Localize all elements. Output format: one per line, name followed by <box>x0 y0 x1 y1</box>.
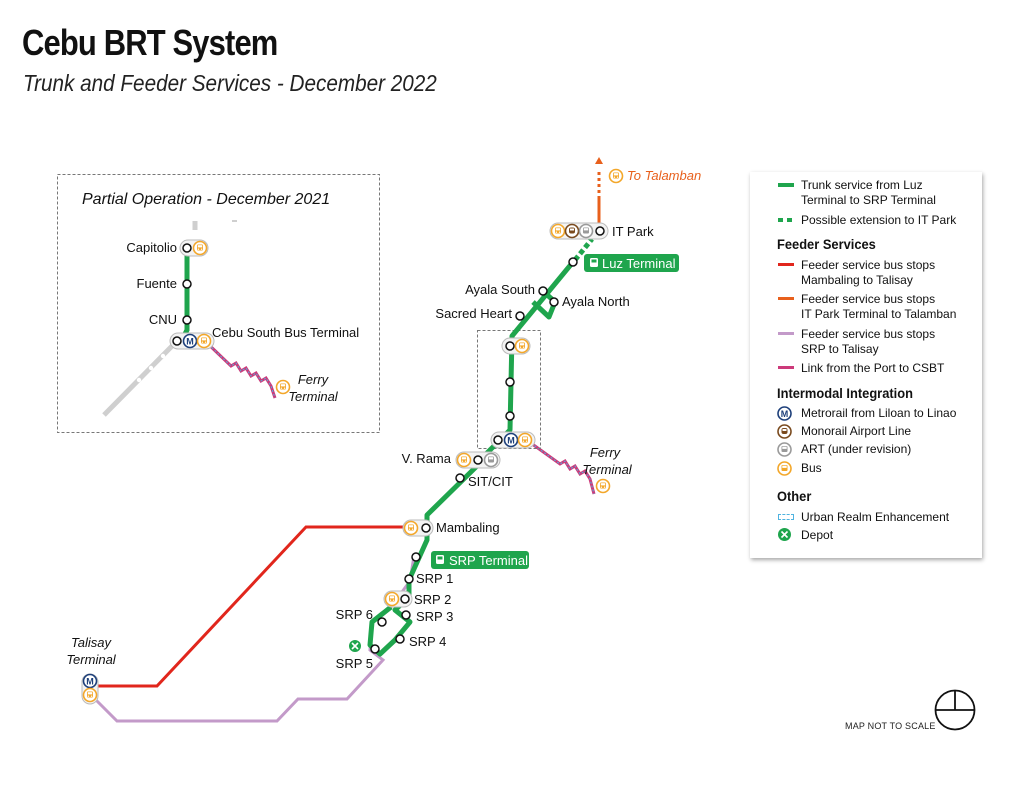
luz-terminal-badge <box>584 254 679 272</box>
map-legend: Trunk service from Luz Terminal to SRP T… <box>750 172 982 558</box>
orange-feeder-swatch <box>778 297 794 300</box>
bus-icon <box>196 333 212 349</box>
legend-red-line2: Mambaling to Talisay <box>801 273 913 287</box>
legend-metrorail: Metrorail from Liloan to Linao <box>801 406 957 420</box>
bus-icon <box>517 432 533 448</box>
talisay-terminal-line2: Terminal <box>66 652 116 667</box>
legend-bus: Bus <box>801 461 822 475</box>
to-talamban-label: To Talamban <box>627 168 701 183</box>
inset-fuente: Fuente <box>137 276 177 291</box>
legend-urban-realm: Urban Realm Enhancement <box>801 510 950 524</box>
inset-cnu: CNU <box>149 312 177 327</box>
legend-orange-line1: Feeder service bus stops <box>801 292 936 306</box>
purple-feeder-line <box>88 555 416 723</box>
trunk-swatch <box>778 183 794 187</box>
red-feeder-line <box>96 525 410 688</box>
inset-gray-dots <box>136 353 166 383</box>
legend-orange-line2: IT Park Terminal to Talamban <box>801 307 957 321</box>
legend-purple-line1: Feeder service bus stops <box>801 327 936 341</box>
red-feeder-swatch <box>778 263 794 266</box>
legend-extension: Possible extension to IT Park <box>801 213 957 227</box>
bus-icon <box>608 168 624 184</box>
it-park-label: IT Park <box>612 224 654 239</box>
mambaling-label: Mambaling <box>436 520 500 535</box>
urban-realm-swatch <box>778 514 794 520</box>
compass-icon <box>934 689 976 731</box>
srp3-label: SRP 3 <box>416 609 453 624</box>
metrorail-icon <box>82 673 98 689</box>
luz-terminal-label: Luz Terminal <box>602 256 676 271</box>
bus-icon <box>82 687 98 703</box>
srp-terminal-badge <box>431 551 529 569</box>
art-icon <box>578 223 594 239</box>
srp1-label: SRP 1 <box>416 571 453 586</box>
srp4-label: SRP 4 <box>409 634 446 649</box>
legend-art: ART (under revision) <box>801 442 912 456</box>
art-icon <box>777 442 792 457</box>
monorail-icon <box>777 424 792 439</box>
metrorail-icon <box>182 333 198 349</box>
bus-icon <box>403 520 419 536</box>
inset-ferry-line1: Ferry <box>298 372 330 387</box>
srp2-label: SRP 2 <box>414 592 451 607</box>
srp6-label: SRP 6 <box>336 607 373 622</box>
legend-depot: Depot <box>801 528 834 542</box>
bus-icon <box>192 240 208 256</box>
legend-feeder-heading: Feeder Services <box>777 236 876 252</box>
depot-icon <box>349 640 361 652</box>
legend-trunk-line2: Terminal to SRP Terminal <box>801 193 936 207</box>
inset-csbt: Cebu South Bus Terminal <box>212 325 359 340</box>
bus-icon <box>777 461 792 476</box>
ferry-terminal-line1: Ferry <box>590 445 622 460</box>
metrorail-icon <box>503 432 519 448</box>
talisay-terminal-line1: Talisay <box>71 635 112 650</box>
ayala-north-label: Ayala North <box>562 294 630 309</box>
inset-frame <box>57 174 380 433</box>
monorail-icon <box>564 223 580 239</box>
depot-icon <box>778 528 791 541</box>
purple-feeder-swatch <box>778 332 794 335</box>
page-subtitle: Trunk and Feeder Services - December 202… <box>23 70 437 96</box>
srp-terminal-label: SRP Terminal <box>449 553 528 568</box>
legend-port-link: Link from the Port to CSBT <box>801 361 945 375</box>
legend-monorail: Monorail Airport Line <box>801 424 912 438</box>
legend-red-line1: Feeder service bus stops <box>801 258 936 272</box>
metrorail-icon: M <box>777 406 792 421</box>
sacred-heart-label: Sacred Heart <box>435 306 512 321</box>
port-link-swatch <box>778 366 794 369</box>
legend-intermodal-heading: Intermodal Integration <box>777 385 913 401</box>
v-rama-label: V. Rama <box>402 451 452 466</box>
map-not-to-scale-note: MAP NOT TO SCALE <box>845 721 936 731</box>
bus-icon <box>384 591 400 607</box>
bus-icon <box>514 338 530 354</box>
art-icon <box>483 452 499 468</box>
bus-icon <box>550 223 566 239</box>
legend-other-heading: Other <box>777 488 812 504</box>
legend-trunk-line1: Trunk service from Luz <box>801 178 923 192</box>
svg-text:M: M <box>781 409 789 419</box>
bus-icon <box>456 452 472 468</box>
inset-capitolio: Capitolio <box>126 240 177 255</box>
inset-ferry-line2: Terminal <box>288 389 338 404</box>
trunk-extension <box>573 237 594 262</box>
bus-icon <box>595 478 611 494</box>
extension-swatch <box>778 218 794 222</box>
srp5-label: SRP 5 <box>336 656 373 671</box>
legend-purple-line2: SRP to Talisay <box>801 342 879 356</box>
page-title: Cebu BRT System <box>22 22 278 63</box>
ayala-south-label: Ayala South <box>465 282 535 297</box>
inset-title: Partial Operation - December 2021 <box>82 191 330 208</box>
ferry-terminal-line2: Terminal <box>582 462 632 477</box>
sit-cit-label: SIT/CIT <box>468 474 513 489</box>
